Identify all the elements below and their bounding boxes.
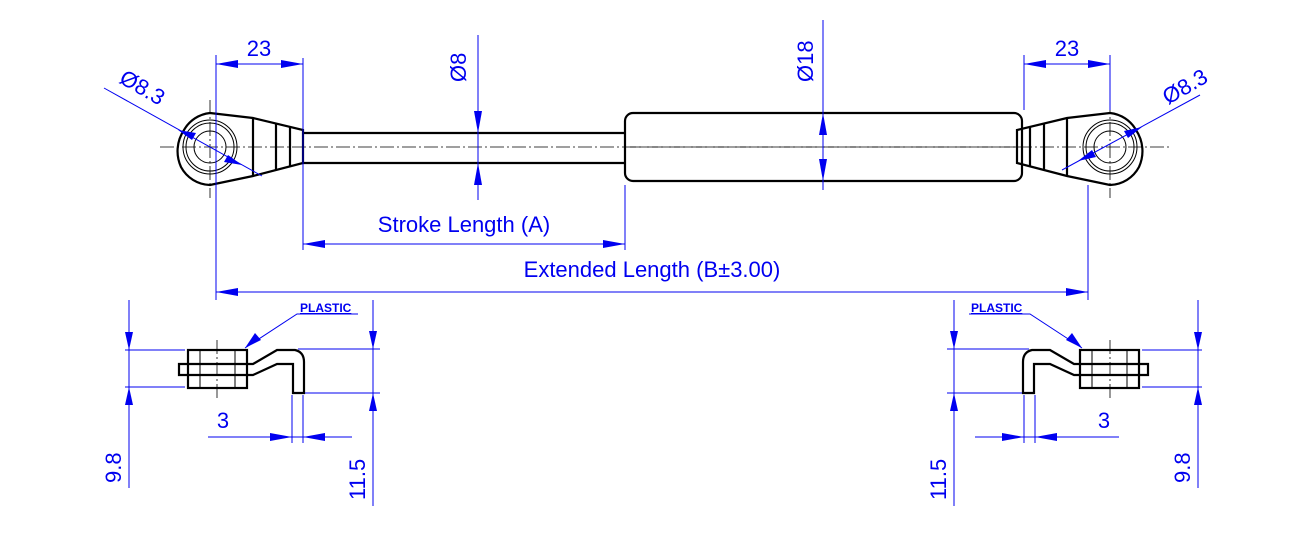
stroke-length-label: Stroke Length (A): [378, 212, 550, 237]
right-eye-hole-label: Ø8.3: [1158, 64, 1212, 110]
left-bracket: [123, 298, 382, 508]
piston-rod: [303, 131, 625, 165]
right-thickness-label: 3: [1098, 408, 1110, 433]
right-eye-width-label: 23: [1055, 36, 1079, 61]
right-height-a-label: 9.8: [1170, 452, 1195, 483]
extended-length-label: Extended Length (B±3.00): [524, 257, 781, 282]
left-eye-end: [176, 98, 305, 200]
right-eye-end: [1015, 98, 1144, 200]
right-material-label: PLASTIC: [971, 301, 1023, 315]
left-eye-hole-label: Ø8.3: [116, 65, 170, 111]
rod-diameter-label: Ø8: [446, 53, 471, 82]
left-thickness-label: 3: [217, 408, 229, 433]
cylinder-diameter-label: Ø18: [793, 40, 818, 82]
left-eye-width-label: 23: [247, 36, 271, 61]
left-height-a-label: 9.8: [101, 452, 126, 483]
right-height-b-label: 11.5: [926, 459, 951, 500]
left-material-label: PLASTIC: [300, 301, 352, 315]
dimension-lines: [103, 20, 1201, 300]
right-bracket: [945, 298, 1204, 508]
left-height-b-label: 11.5: [345, 459, 370, 500]
